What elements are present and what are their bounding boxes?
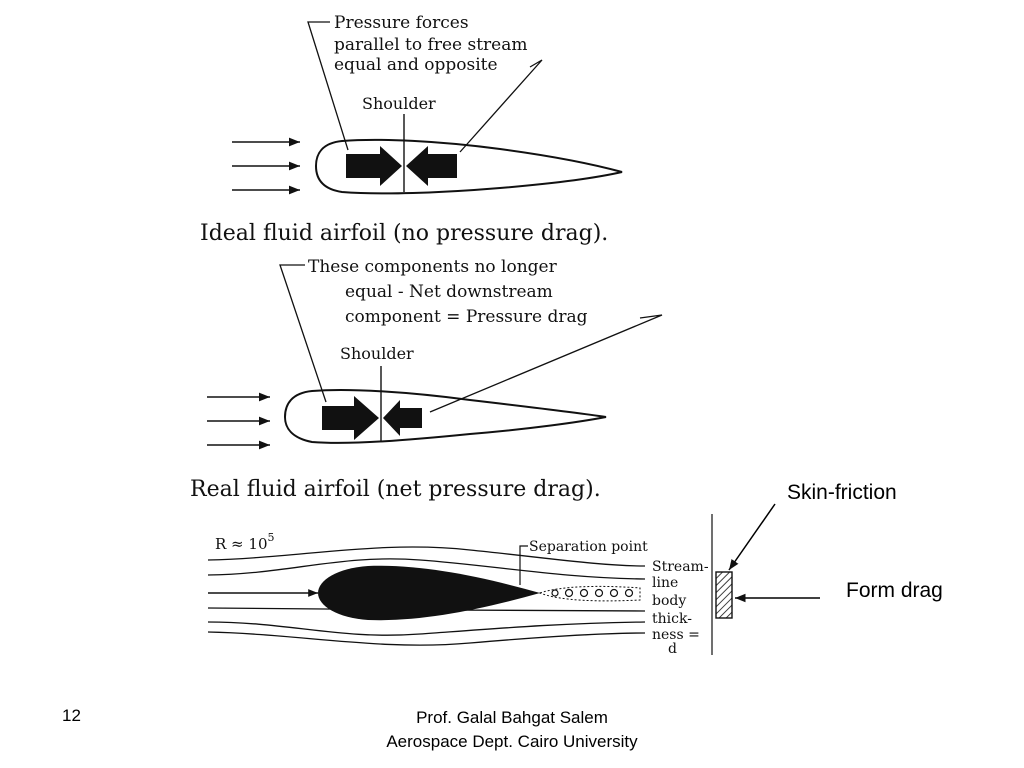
ideal-airfoil-figure: Pressure forces parallel to free stream …: [200, 13, 623, 246]
ideal-shoulder-label: Shoulder: [362, 94, 436, 113]
footer-credits: Prof. Galal Bahgat Salem Aerospace Dept.…: [300, 706, 724, 754]
author-name: Prof. Galal Bahgat Salem: [416, 708, 608, 727]
eddy: [594, 588, 604, 598]
separation-leader: [519, 545, 528, 585]
ideal-caption: Ideal fluid airfoil (no pressure drag).: [200, 221, 608, 246]
skin-friction-label: Skin-friction: [787, 481, 897, 504]
eddy: [564, 588, 574, 598]
eddy: [609, 588, 619, 598]
real-airfoil-figure: These components no longer equal - Net d…: [190, 257, 663, 502]
streamline: [207, 621, 646, 636]
real-pressure-force-right: [383, 400, 422, 436]
wake-eddies: [551, 588, 634, 598]
streamline-body: [318, 565, 540, 621]
form-drag-label: Form drag: [846, 579, 943, 602]
eddy: [579, 588, 589, 598]
real-annotation: These components no longer equal - Net d…: [308, 257, 588, 327]
eddy: [551, 589, 559, 597]
real-shoulder-label: Shoulder: [340, 344, 414, 363]
flat-plate-cross-section: [715, 571, 733, 619]
page-number: 12: [62, 706, 81, 725]
real-pressure-force-left: [322, 396, 379, 440]
thickness-label: Stream- line body thick- ness = d: [652, 559, 713, 657]
skin-friction-arrow: [728, 503, 776, 571]
drag-callouts: Skin-friction Form drag: [728, 481, 943, 603]
ideal-pressure-force-left: [346, 146, 402, 186]
streamline: [207, 631, 646, 646]
ideal-pressure-force-right: [406, 146, 457, 186]
ideal-airfoil-outline: [314, 138, 623, 195]
ideal-annotation: Pressure forces parallel to free stream …: [334, 13, 533, 75]
affiliation: Aerospace Dept. Cairo University: [386, 732, 638, 751]
real-airfoil-outline: [283, 389, 607, 444]
reynolds-label: R ≈ 105: [215, 531, 275, 553]
real-caption: Real fluid airfoil (net pressure drag).: [190, 477, 601, 502]
eddy: [624, 588, 634, 598]
streamline-body-figure: Separation point R ≈ 105 Stream- line bo…: [207, 514, 733, 657]
separation-label: Separation point: [529, 539, 648, 555]
streamline: [207, 546, 646, 567]
real-annotation-leaders: [279, 264, 663, 413]
real-freestream-arrows: [207, 392, 270, 450]
streamline: [207, 558, 646, 580]
ideal-annotation-leaders: [307, 21, 543, 153]
wake-region: [538, 585, 641, 602]
ideal-freestream-arrows: [232, 137, 300, 195]
